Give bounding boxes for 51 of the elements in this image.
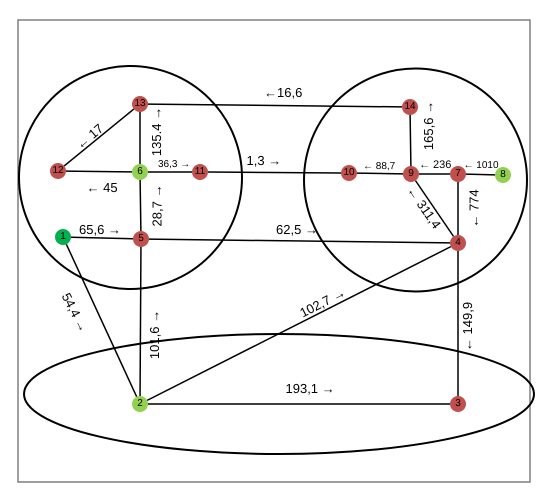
graph-vertex: 9 xyxy=(403,166,419,182)
edge-line xyxy=(66,244,138,398)
graph-vertex: 4 xyxy=(450,235,466,251)
graph-vertex: 7 xyxy=(450,166,466,182)
graph-vertex: 8 xyxy=(495,167,511,183)
edge-line xyxy=(414,180,454,237)
edge-line xyxy=(146,246,452,402)
edge-label: 193,1 → xyxy=(286,382,335,394)
graph-vertex: 1 xyxy=(55,229,71,245)
edge-line xyxy=(66,170,132,173)
edge-line xyxy=(148,403,450,405)
edge-label: 36,3 → xyxy=(158,160,190,170)
edge-line xyxy=(419,173,450,175)
edge-label: ← 774 xyxy=(468,188,481,228)
edge-label: 54,4 → xyxy=(60,290,90,334)
edge-line xyxy=(139,180,142,232)
graph-vertex: 5 xyxy=(133,231,149,247)
graph-vertex: 6 xyxy=(132,164,148,180)
edge-line xyxy=(409,114,412,166)
edge-label: 165,6 → xyxy=(422,100,435,150)
edge-line xyxy=(139,112,141,164)
edge-line xyxy=(148,171,192,173)
graph-vertex: 12 xyxy=(50,163,66,179)
edge-line xyxy=(64,108,134,167)
edge-line xyxy=(466,173,496,176)
graph-vertex: 10 xyxy=(341,165,357,181)
edge-line xyxy=(70,236,134,240)
edge-label: ← 45 xyxy=(86,180,118,194)
graph-vertex: 11 xyxy=(192,164,208,180)
edge-label: 135.4 → xyxy=(150,106,163,156)
edge-label: ← 149,9 xyxy=(460,301,474,351)
edge-line xyxy=(149,238,450,244)
edge-label: ← 17 xyxy=(72,121,106,151)
graph-vertex: 14 xyxy=(402,99,418,115)
edge-line xyxy=(139,247,142,396)
graph-vertex: 3 xyxy=(450,396,466,412)
edge-label: ← 236 xyxy=(419,160,452,170)
edge-label: ← 88,7 xyxy=(363,162,396,172)
graph-vertex: 13 xyxy=(132,96,148,112)
edge-line xyxy=(457,251,459,396)
edge-line xyxy=(356,172,404,175)
edge-label: 65,6 → xyxy=(79,222,121,236)
edge-label: 28,7 → xyxy=(150,184,164,226)
edge-label: ←16,6 xyxy=(264,86,302,98)
edge-line xyxy=(148,103,402,108)
edge-label: 62,5 → xyxy=(276,222,318,236)
edge-label: 1,3 → xyxy=(246,154,282,166)
edge-label: 102,7 → xyxy=(297,285,347,319)
graph-vertex: 2 xyxy=(132,396,148,412)
edge-line xyxy=(457,182,459,235)
edge-line xyxy=(208,171,341,174)
